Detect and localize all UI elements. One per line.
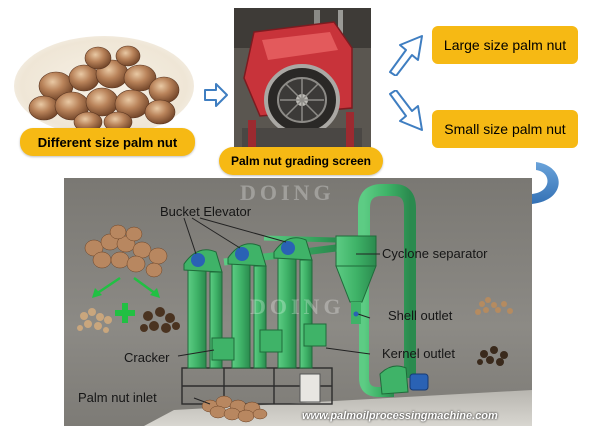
large-nut-output-label: Large size palm nut bbox=[432, 26, 578, 64]
cracking-separation-diagram: DOING DOING Bucket Elevator Cyclone sepa… bbox=[64, 178, 532, 426]
cyclone-separator-label: Cyclone separator bbox=[382, 246, 488, 261]
kernel-outlet-label: Kernel outlet bbox=[382, 346, 455, 361]
small-nut-output-label: Small size palm nut bbox=[432, 110, 578, 148]
plant-machinery-illustration bbox=[77, 184, 532, 426]
grading-screen-machine-image bbox=[234, 8, 371, 154]
grading-screen-photo bbox=[234, 8, 371, 154]
palm-nut-inlet-label: Palm nut inlet bbox=[78, 390, 157, 405]
arrow-right-icon bbox=[204, 83, 228, 107]
arrow-up-right-icon bbox=[389, 35, 423, 76]
palm-nut-pile-image bbox=[28, 45, 180, 133]
bucket-elevator-label: Bucket Elevator bbox=[160, 204, 252, 219]
doing-watermark-mid: DOING bbox=[250, 294, 345, 319]
cracker-label: Cracker bbox=[124, 350, 170, 365]
shell-outlet-label: Shell outlet bbox=[388, 308, 453, 323]
palm-nut-photo bbox=[14, 36, 194, 136]
input-nut-label: Different size palm nut bbox=[20, 128, 195, 156]
plus-icon bbox=[115, 303, 135, 323]
website-url: www.palmoilprocessingmachine.com bbox=[302, 410, 498, 422]
grading-screen-label: Palm nut grading screen bbox=[219, 147, 383, 175]
arrow-down-right-icon bbox=[389, 90, 423, 131]
doing-watermark-top: DOING bbox=[240, 180, 335, 205]
